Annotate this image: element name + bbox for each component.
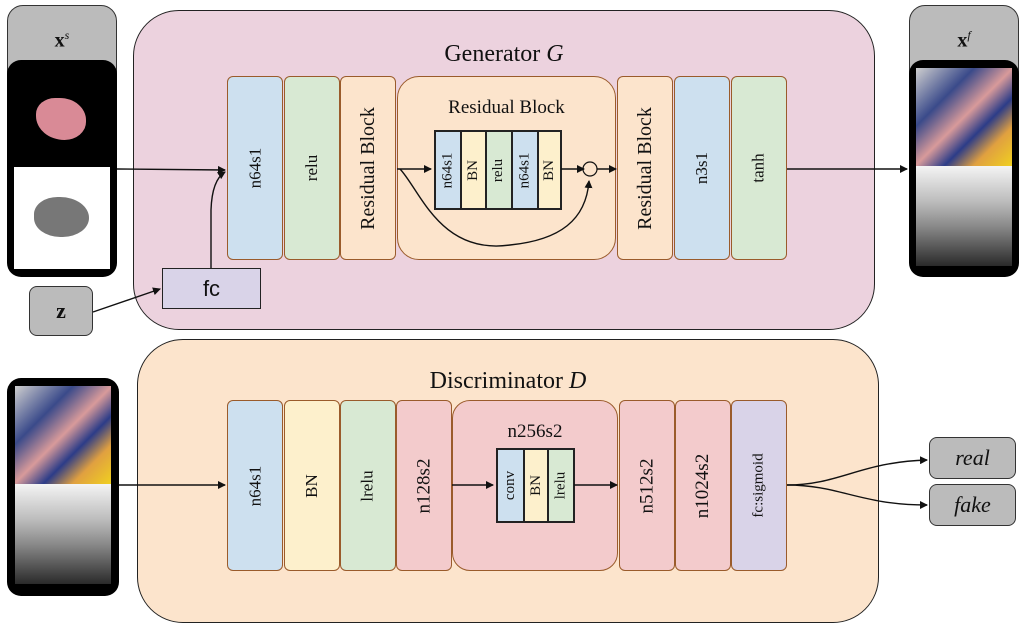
sum-circle	[582, 161, 598, 177]
gen-layer-residual-block-2: Residual Block	[617, 76, 673, 260]
disc-layer-lrelu: lrelu	[340, 400, 396, 571]
to-fake-arrow	[786, 484, 928, 509]
disc-layer-n1024s2: n1024s2	[675, 400, 731, 571]
xf-image	[909, 60, 1019, 277]
xf-depth-image	[916, 166, 1012, 266]
depth-silhouette	[34, 197, 89, 237]
disc-layer-bn: BN	[284, 400, 340, 571]
gen-layer-residual-block-1: Residual Block	[340, 76, 396, 260]
xs-label: xs	[54, 28, 70, 52]
res-cell-n64s1: n64s1	[435, 131, 461, 209]
xs-image	[7, 60, 117, 277]
xf-rgb-image	[916, 68, 1012, 166]
discriminator-title: Discriminator D	[429, 368, 587, 394]
output-real: real	[929, 437, 1016, 479]
output-fake: fake	[929, 484, 1016, 526]
res-cell-n64s1-2: n64s1	[511, 131, 538, 209]
gen-layer-n3s1: n3s1	[674, 76, 730, 260]
disc-cell-conv: conv	[497, 449, 524, 522]
disc-layer-fc-sigmoid: fc:sigmoid	[731, 400, 787, 571]
res-cell-relu: relu	[486, 131, 512, 209]
disc-group-cells: conv BN lrelu	[496, 448, 575, 523]
disc-rgb-image	[15, 386, 111, 484]
res-cell-bn: BN	[461, 131, 487, 209]
xf-label: xf	[957, 28, 971, 52]
skip-connection-arrow	[399, 168, 593, 247]
generator-title: Generator G	[444, 41, 564, 67]
fc-to-gen-arrow	[210, 171, 226, 268]
res-cell-bn-2: BN	[537, 131, 561, 209]
z-input: z	[29, 286, 93, 336]
xs-to-gen-arrow	[116, 165, 226, 174]
residual-block-cells: n64s1 BN relu n64s1 BN	[434, 130, 562, 210]
object-silhouette	[36, 98, 86, 140]
gen-layer-tanh: tanh	[731, 76, 787, 260]
residual-block-title: Residual Block	[448, 97, 565, 118]
z-to-fc-arrow	[92, 287, 161, 313]
disc-group-title: n256s2	[507, 421, 563, 442]
disc-layer-n512s2: n512s2	[619, 400, 675, 571]
disc-input-image	[7, 378, 119, 596]
disc-layer-n128s2: n128s2	[396, 400, 452, 571]
fc-layer: fc	[162, 268, 261, 309]
xs-rgb-image	[14, 68, 110, 168]
disc-cell-bn: BN	[524, 449, 548, 522]
disc-depth-image	[15, 484, 111, 584]
gen-layer-n64s1: n64s1	[227, 76, 283, 260]
to-real-arrow	[786, 456, 928, 486]
xs-depth-image	[14, 167, 110, 269]
disc-cell-lrelu: lrelu	[548, 449, 574, 522]
disc-layer-n64s1: n64s1	[227, 400, 283, 571]
gen-layer-relu: relu	[284, 76, 340, 260]
